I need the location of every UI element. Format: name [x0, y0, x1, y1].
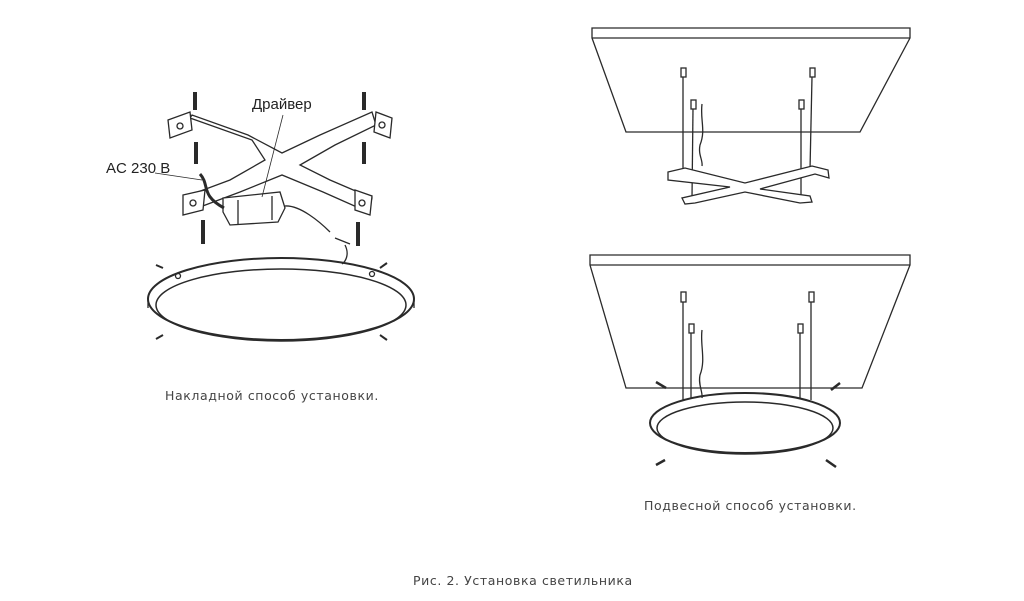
driver-label: Драйвер	[252, 96, 312, 113]
surface-mount-caption: Накладной способ установки.	[165, 388, 379, 403]
suspended-lamp-illustration	[589, 254, 911, 469]
suspended-mount-caption: Подвесной способ установки.	[644, 498, 857, 513]
driver-box	[154, 114, 351, 265]
ceiling-bracket-illustration	[591, 27, 911, 205]
figure-caption: Рис. 2. Установка светильника	[413, 573, 633, 588]
lamp-ring	[147, 257, 415, 342]
anchor-screws	[193, 92, 366, 246]
surface-mount-illustration	[147, 92, 415, 342]
x-bracket	[167, 111, 393, 216]
power-label: AC 230 B	[106, 160, 171, 177]
